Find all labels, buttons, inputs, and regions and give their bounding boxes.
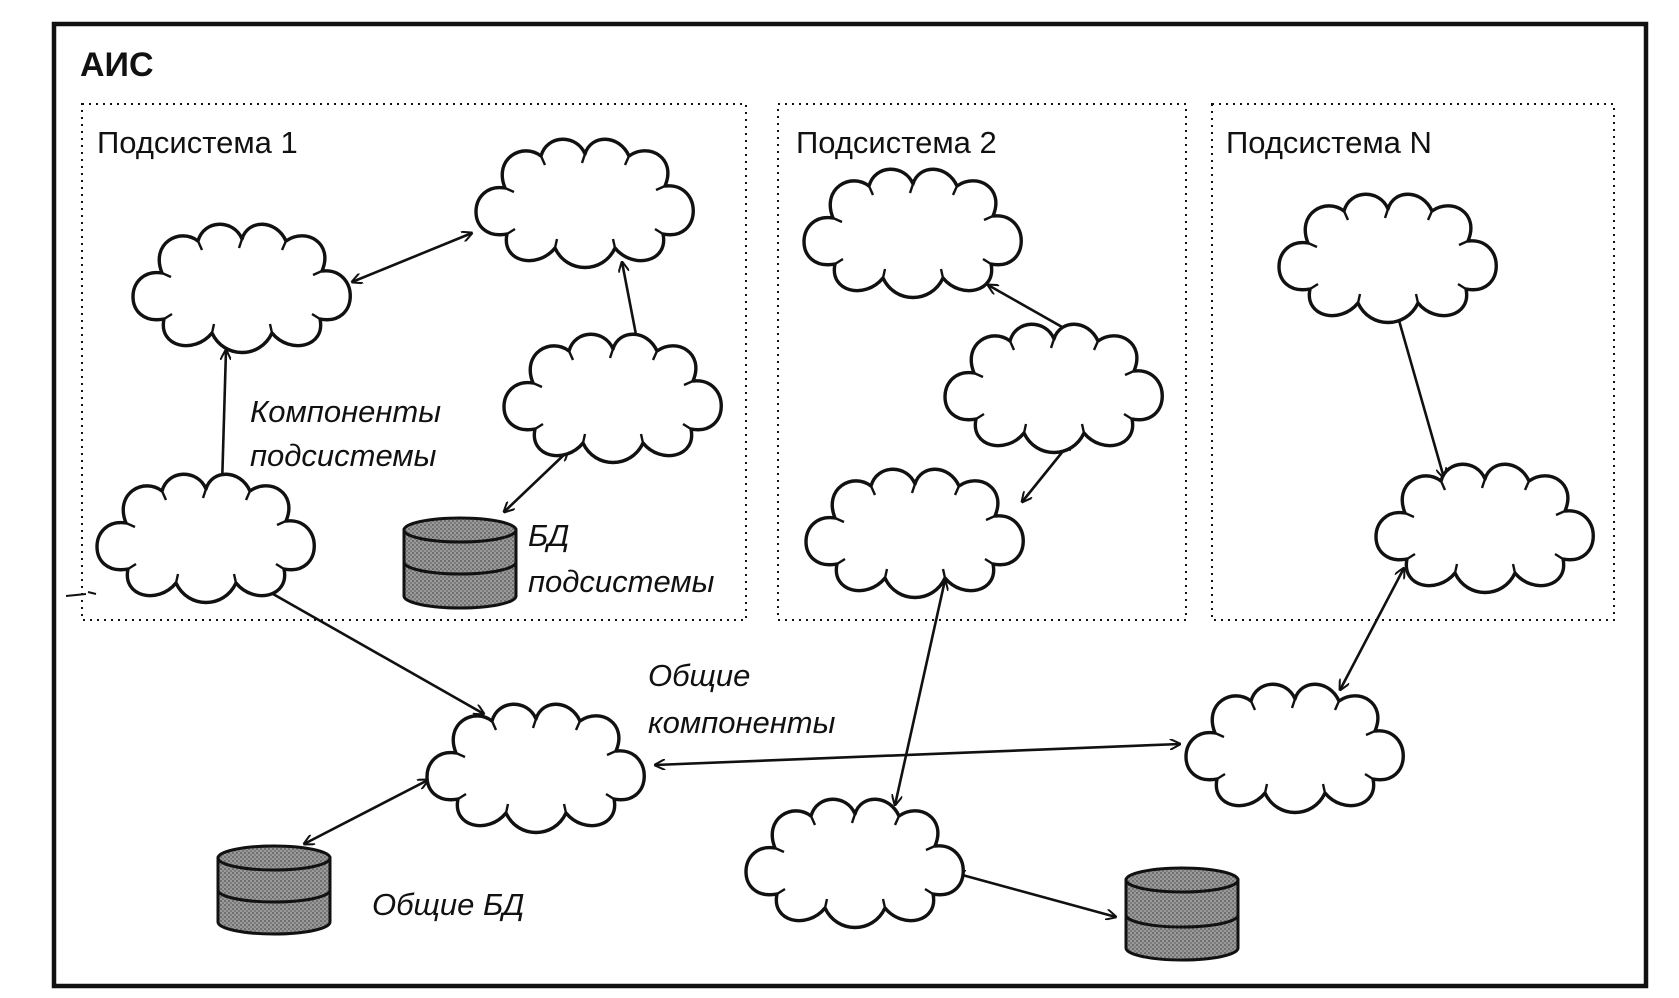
component-cloud-s1-left [131, 222, 352, 355]
subsystem-db-icon [402, 516, 518, 610]
edge-shared-main-to-shared-db [304, 780, 428, 844]
shared-component-cloud-right [1184, 682, 1405, 815]
shared-component-cloud-lower [744, 797, 965, 930]
edge-shared-lower-to-db [955, 873, 1116, 917]
subsystem-2-frame [777, 103, 1187, 621]
edge-s1-left-to-s1-bottom [222, 350, 226, 486]
shared-db-icon [216, 844, 332, 936]
component-cloud-sn-bottom [1374, 462, 1595, 595]
component-cloud-s2-top [802, 167, 1023, 300]
component-cloud-s2-bottom [804, 467, 1025, 600]
subsystem-components-label-line2: подсистемы [250, 438, 437, 473]
subsystem-n-frame [1211, 103, 1615, 621]
subsystem-n-title: Подсистема N [1226, 125, 1432, 160]
subsystem-2-title: Подсистема 2 [796, 125, 997, 160]
shared-component-cloud-main [425, 702, 646, 835]
subsystem-1-title: Подсистема 1 [97, 125, 298, 160]
edge-s1-bottom-to-shared-main [265, 588, 484, 714]
edge-sn-top-to-sn-bottom [1396, 310, 1444, 478]
component-cloud-s1-top [474, 137, 695, 270]
shared-components-label-line1: Общие [648, 658, 750, 693]
edge-s1-right-to-s1-db [504, 451, 568, 512]
component-cloud-sn-top [1277, 192, 1498, 325]
shared-db-label: Общие БД [372, 887, 524, 922]
edge-shared-main-to-shared-right [655, 744, 1180, 765]
shared-lower-db-icon [1124, 866, 1240, 962]
subsystem-db-label-line2: подсистемы [528, 564, 715, 599]
edge-s1-top-to-s1-left [352, 233, 472, 282]
subsystem-1-frame [81, 103, 747, 621]
subsystem-db-label-line1: БД [528, 518, 569, 553]
shared-components-label-line2: компоненты [648, 705, 836, 740]
subsystem-components-label-line1: Компоненты [250, 394, 441, 429]
edge-s1-top-to-s1-right [622, 262, 638, 345]
edge-sn-bottom-to-shared-right [1340, 568, 1404, 690]
component-cloud-s1-right [502, 332, 723, 465]
component-cloud-s2-middle [943, 322, 1164, 455]
component-cloud-s1-bottom [95, 472, 316, 605]
stray-mark [65, 591, 97, 597]
system-title: АИС [80, 46, 154, 84]
